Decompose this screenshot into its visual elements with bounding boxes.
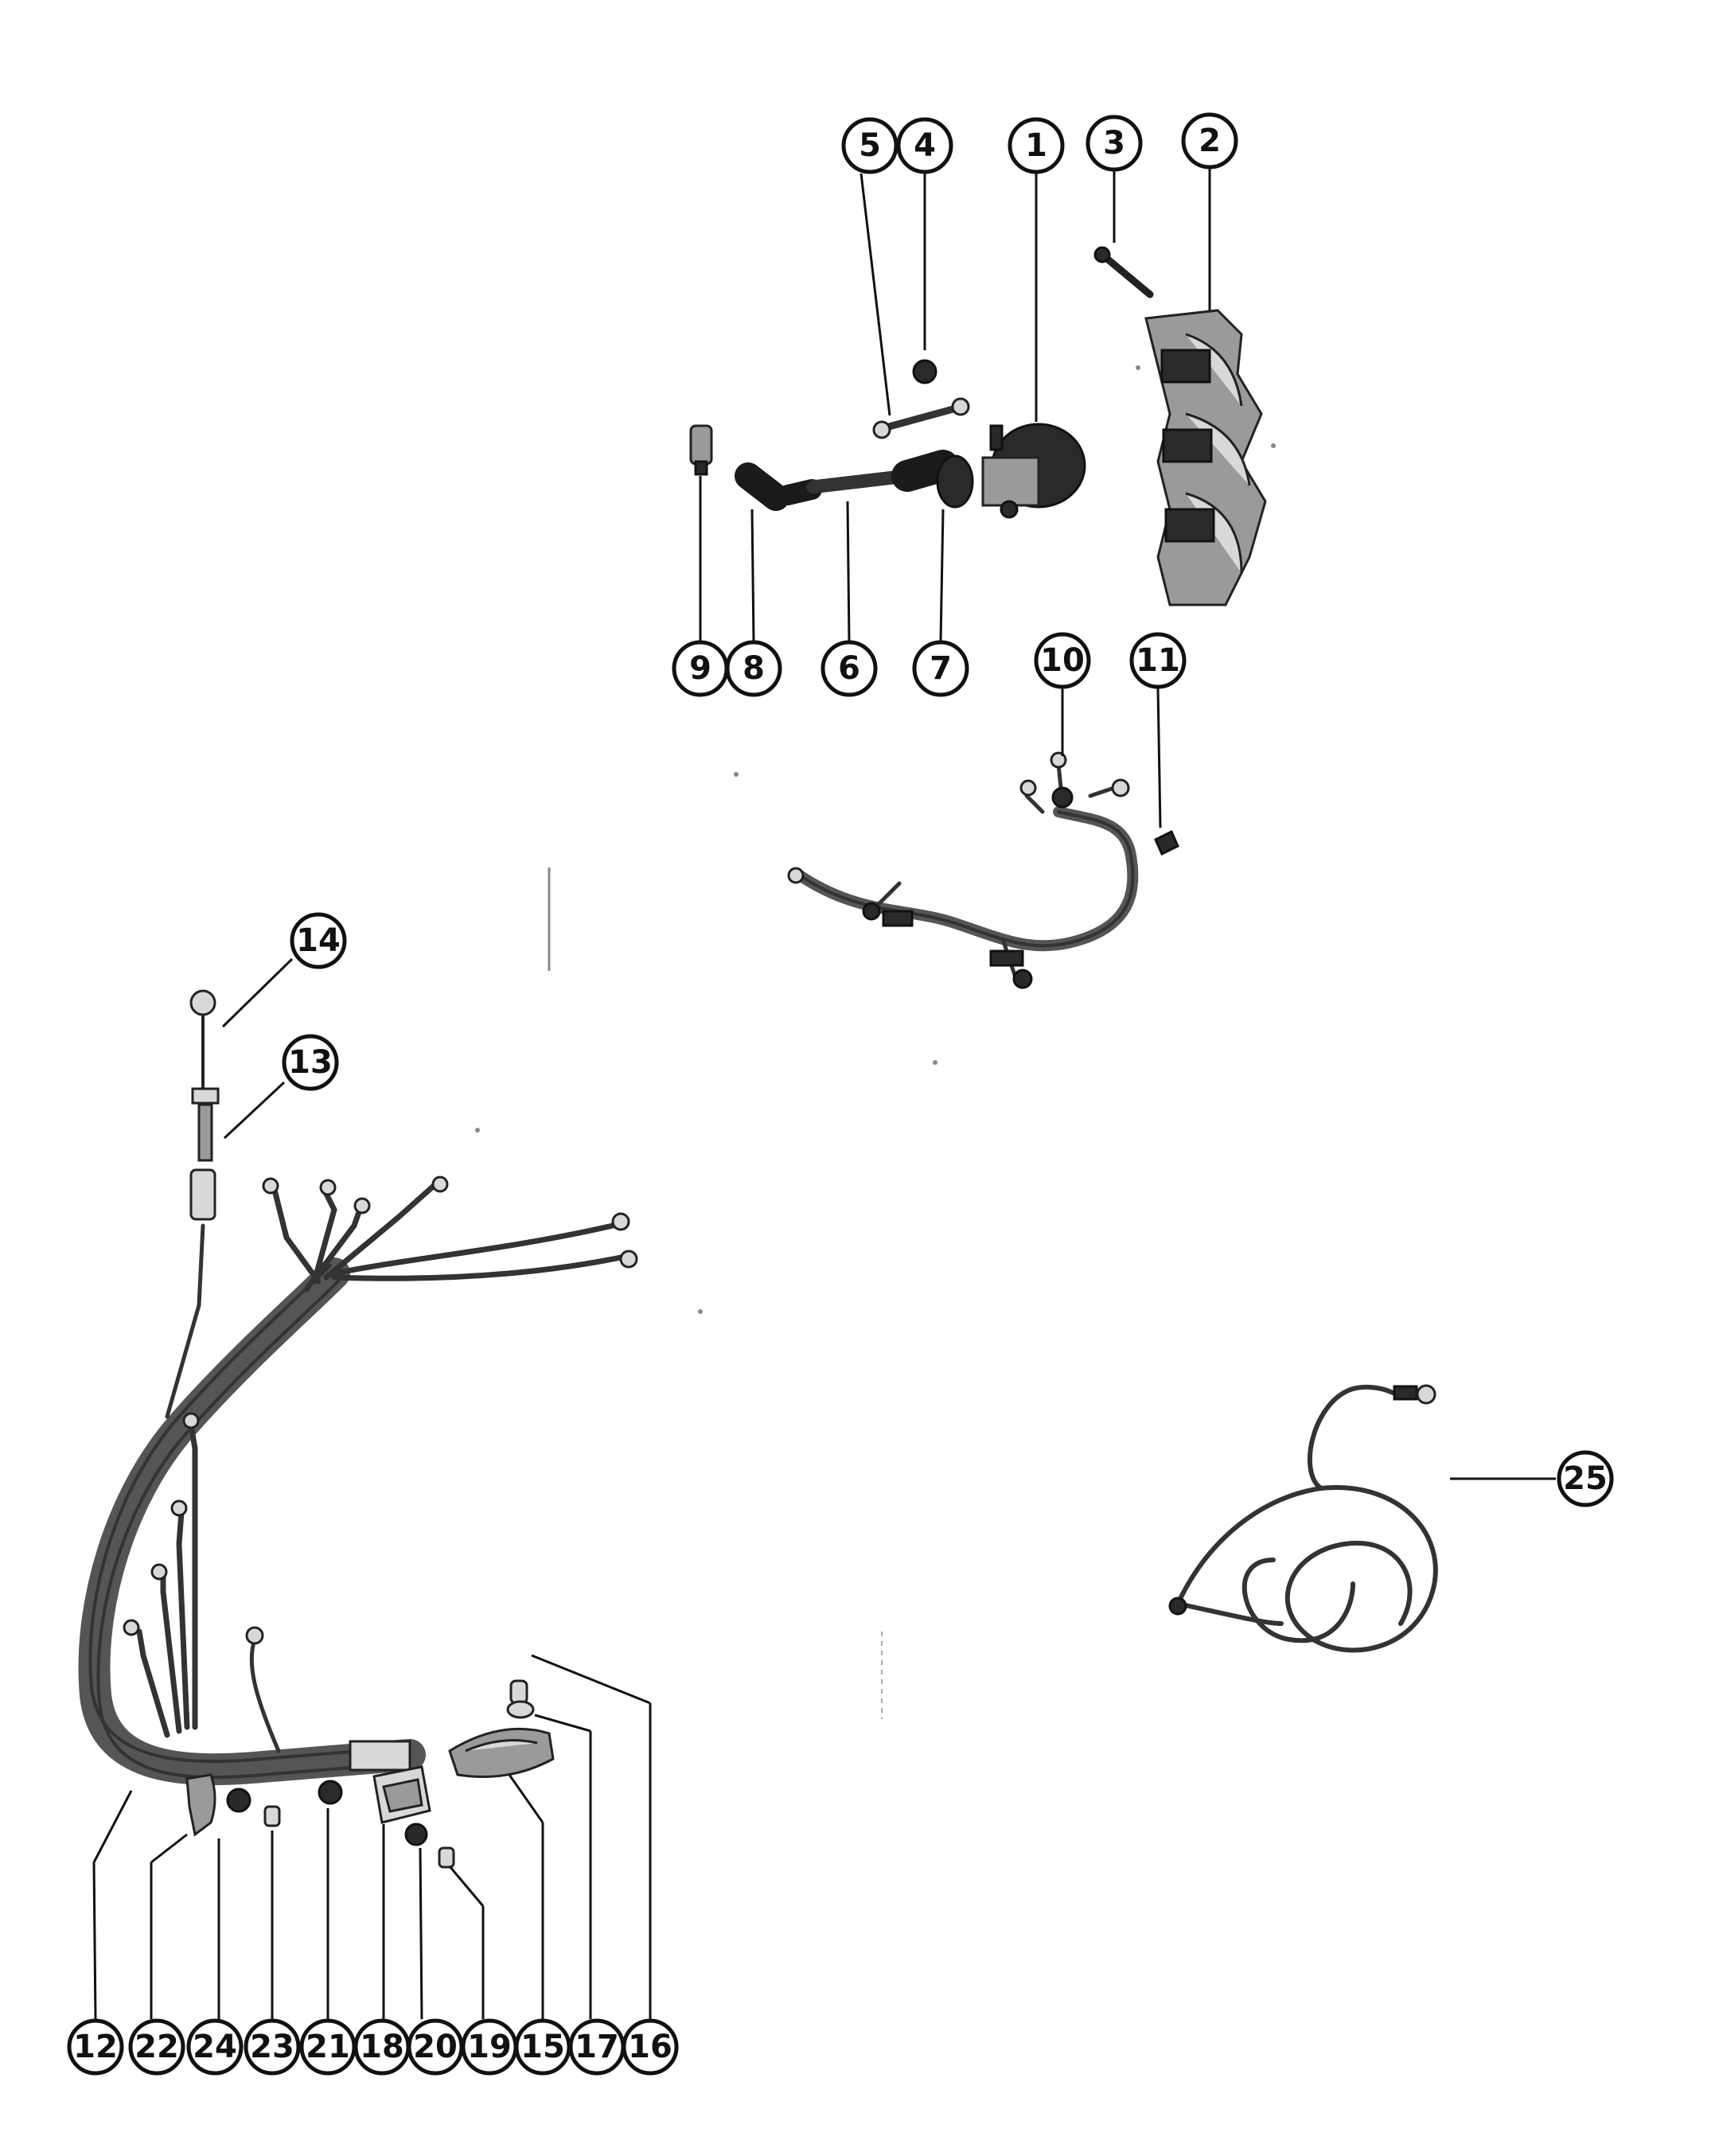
part-high-tension-lead	[735, 450, 974, 511]
callout-16: 16	[622, 2018, 679, 2076]
callout-15-label: 15	[520, 2029, 565, 2065]
callout-22-label: 22	[134, 2029, 179, 2065]
callout-2-label: 2	[1199, 123, 1221, 159]
part-coil-harness	[787, 751, 1139, 989]
callout-23: 23	[244, 2018, 301, 2076]
part-ignition-coil	[981, 423, 1086, 519]
part-screw-16	[509, 1679, 528, 1705]
callout-6: 6	[821, 640, 878, 697]
part-washer-17	[506, 1700, 535, 1719]
callout-18-label: 18	[360, 2029, 404, 2065]
part-screw-23	[263, 1805, 281, 1827]
callout-19-label: 19	[467, 2029, 512, 2065]
callout-5-label: 5	[859, 127, 881, 164]
callout-24-label: 24	[193, 2029, 237, 2065]
part-stud-nut	[189, 989, 216, 1090]
callout-6-label: 6	[838, 650, 860, 687]
callout-23-label: 23	[250, 2029, 294, 2065]
callout-1-label: 1	[1025, 127, 1047, 164]
part-bolt-3	[1093, 246, 1154, 298]
part-fuse-holder	[189, 1087, 220, 1221]
callout-2: 2	[1181, 112, 1238, 170]
callout-18: 18	[353, 2018, 411, 2076]
callout-21-label: 21	[306, 2029, 350, 2065]
callout-22: 22	[128, 2018, 185, 2076]
callout-15: 15	[514, 2018, 571, 2076]
part-ground-cable	[1168, 1384, 1438, 1653]
part-grommet	[448, 1727, 555, 1778]
callout-20-label: 20	[413, 2029, 458, 2065]
part-junction-block	[372, 1765, 431, 1824]
scan-specks	[475, 365, 1276, 1719]
callout-14: 14	[290, 912, 347, 969]
callout-10: 10	[1034, 632, 1091, 689]
part-washer-20	[404, 1823, 428, 1846]
part-spark-plug-terminal	[689, 424, 713, 476]
callout-11: 11	[1129, 632, 1187, 689]
callout-3: 3	[1086, 115, 1143, 172]
callout-25-label: 25	[1563, 1460, 1608, 1497]
callout-3-label: 3	[1103, 125, 1125, 162]
callout-12: 12	[67, 2018, 124, 2076]
callout-16-label: 16	[628, 2029, 672, 2065]
callout-13: 13	[282, 1034, 339, 1091]
callout-9: 9	[672, 640, 729, 697]
part-washer-24	[226, 1788, 251, 1813]
callout-19: 19	[461, 2018, 518, 2076]
callout-20: 20	[407, 2018, 464, 2076]
leader-lines	[92, 167, 1556, 2020]
callout-13-label: 13	[288, 1044, 333, 1081]
callout-5: 5	[841, 117, 898, 174]
part-ground-strap	[872, 397, 970, 439]
part-nut-21	[318, 1780, 343, 1805]
callout-11-label: 11	[1136, 642, 1180, 679]
callout-4: 4	[896, 117, 953, 174]
callout-21: 21	[299, 2018, 357, 2076]
part-harness-clamp	[185, 1773, 216, 1837]
callout-7-label: 7	[930, 650, 952, 687]
callout-1: 1	[1008, 117, 1065, 174]
callout-7: 7	[912, 640, 969, 697]
callout-10-label: 10	[1040, 642, 1085, 679]
callout-25: 25	[1557, 1450, 1614, 1507]
part-screw-11	[1154, 829, 1179, 856]
callout-17-label: 17	[575, 2029, 619, 2065]
callout-4-label: 4	[914, 127, 936, 164]
part-coil-bracket	[1144, 309, 1267, 606]
part-main-harness	[78, 1175, 638, 1786]
callout-8-label: 8	[743, 650, 765, 687]
callout-8: 8	[725, 640, 782, 697]
callout-14-label: 14	[296, 922, 341, 959]
part-nut-4	[912, 359, 937, 384]
callout-12-label: 12	[73, 2029, 118, 2065]
callout-17: 17	[568, 2018, 626, 2076]
callout-9-label: 9	[689, 650, 711, 687]
part-screw-19	[438, 1846, 455, 1869]
callout-24: 24	[186, 2018, 244, 2076]
